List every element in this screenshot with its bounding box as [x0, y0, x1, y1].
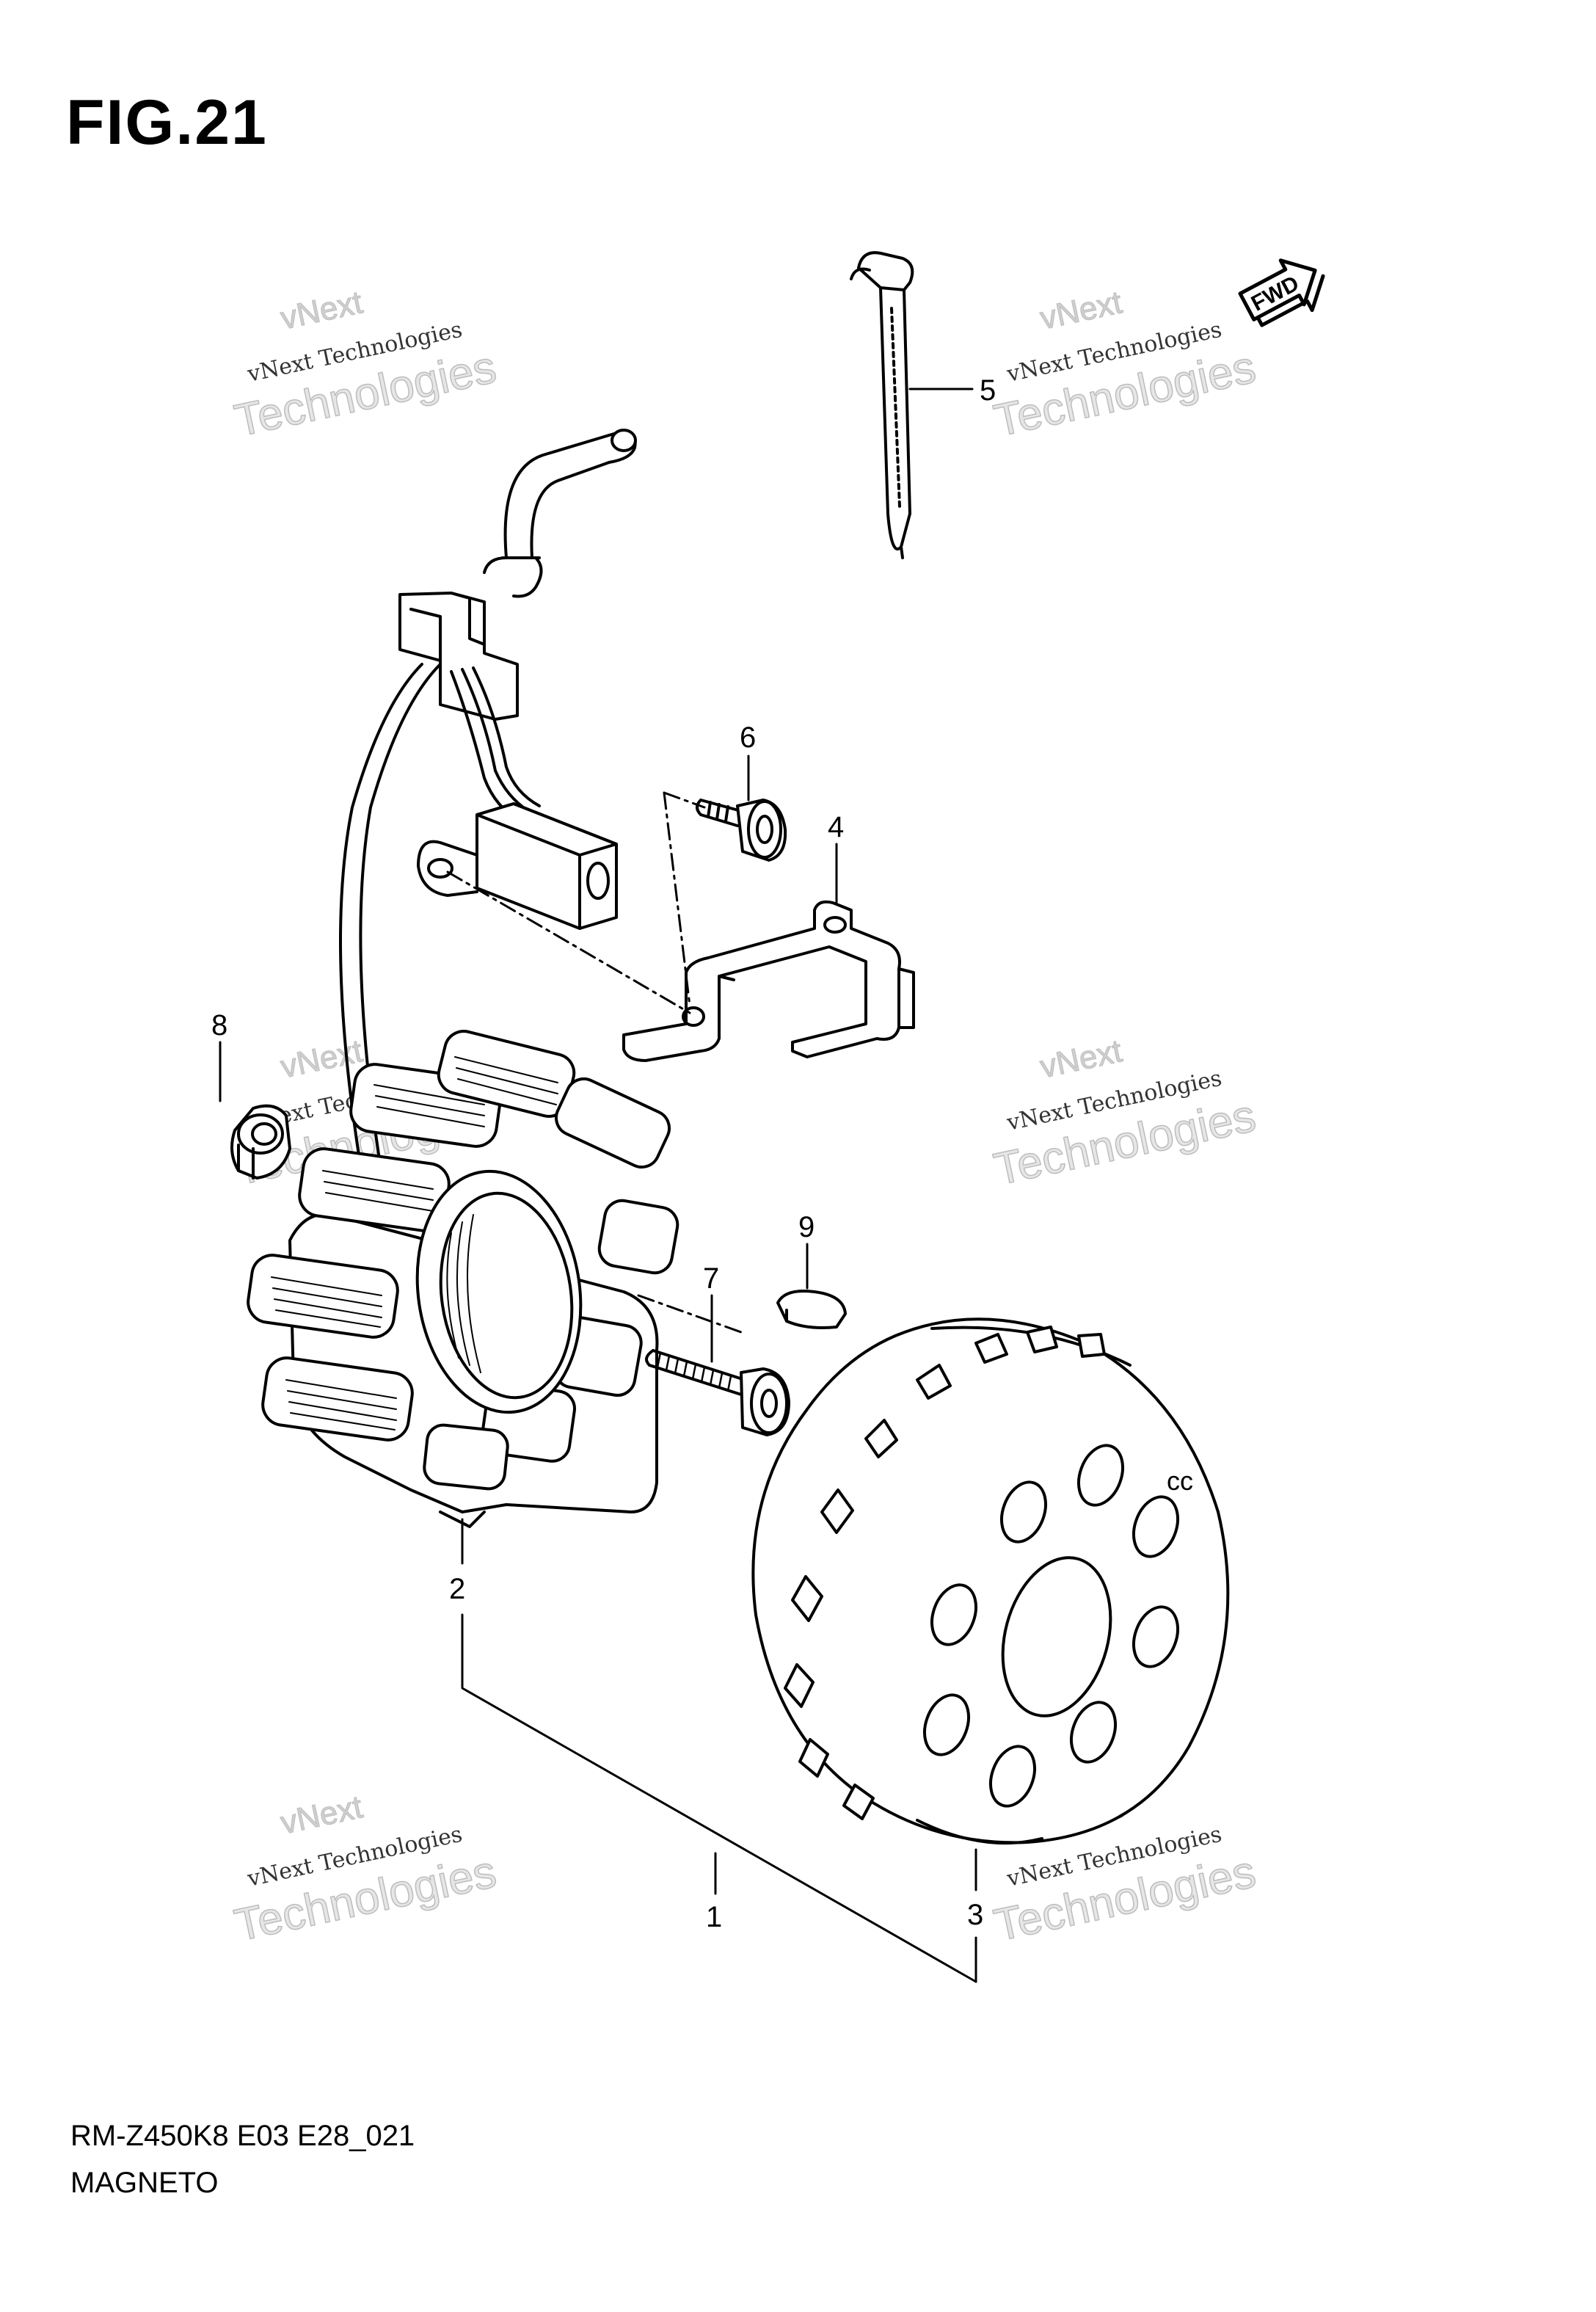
callout-6: 6	[740, 721, 756, 754]
diagram-code: RM-Z450K8 E03 E28_021	[70, 2120, 415, 2152]
callout-7: 7	[703, 1262, 719, 1295]
callout-8: 8	[211, 1009, 227, 1042]
callout-4: 4	[828, 811, 844, 843]
callout-labels: 1 2 3 4 5 6 7 8 9	[211, 374, 996, 1933]
svg-text:vNext: vNext	[277, 284, 365, 336]
assembly-guide-lines	[446, 791, 743, 1334]
svg-text:vNext: vNext	[1037, 1033, 1125, 1085]
bolt-part-6	[696, 799, 787, 862]
fwd-arrow-icon: FWD	[1238, 258, 1325, 327]
watermark-top-right: vNext vNext Technologies Technologies	[989, 284, 1261, 447]
callout-1: 1	[706, 1901, 722, 1933]
rotor-part-3: cc	[751, 1317, 1230, 1845]
figure-title: FIG.21	[66, 87, 268, 158]
bolt-part-7	[645, 1349, 790, 1436]
callout-9: 9	[798, 1211, 815, 1243]
callout-leaders	[219, 388, 977, 1983]
key-part-9	[776, 1290, 847, 1329]
stator-part-2	[247, 1030, 679, 1528]
watermark-middle-right: vNext vNext Technologies Technologies	[989, 1033, 1261, 1196]
cable-tie-part-5	[850, 251, 914, 559]
bracket-part-4	[622, 900, 915, 1062]
svg-text:vNext: vNext	[277, 1033, 365, 1085]
nut-part-8	[230, 1104, 291, 1179]
diagram-name: MAGNETO	[70, 2167, 219, 2199]
svg-text:vNext: vNext	[1037, 284, 1125, 336]
callout-3: 3	[967, 1899, 983, 1931]
callout-2: 2	[449, 1573, 465, 1605]
svg-text:cc: cc	[1167, 1466, 1193, 1496]
svg-text:vNext: vNext	[277, 1789, 365, 1841]
watermark-top-left: vNext vNext Technologies Technologies	[230, 284, 501, 447]
callout-5: 5	[980, 374, 996, 407]
watermark-bottom-left: vNext vNext Technologies Technologies	[230, 1789, 501, 1952]
